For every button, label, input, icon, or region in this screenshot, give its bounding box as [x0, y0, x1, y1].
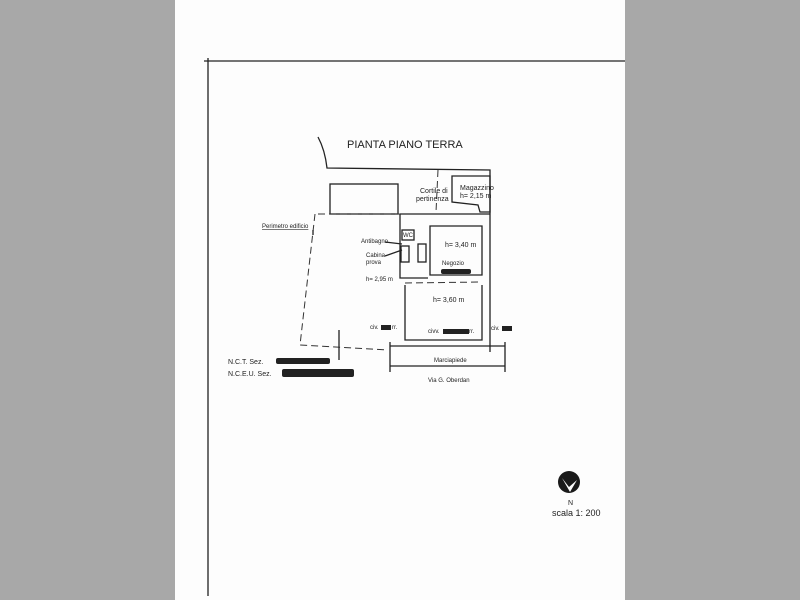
redacted-mark	[381, 325, 391, 330]
civ-label-1: civ.	[370, 325, 379, 331]
magazzino-room	[451, 175, 491, 213]
courtyard-block	[329, 183, 399, 215]
negozio-room	[429, 225, 483, 276]
courtyard-divider	[435, 169, 439, 213]
h360-label: h= 3,60 m	[433, 297, 464, 304]
redacted-mark	[502, 326, 512, 331]
magazzino-height: h= 2,15 m	[460, 193, 491, 200]
antibagno-leader	[384, 241, 403, 245]
nct-label: N.C.T. Sez.	[228, 359, 263, 366]
street-label: Via G. Oberdan	[428, 378, 470, 384]
scale-label: scala 1: 200	[552, 508, 601, 518]
outer-wall	[317, 136, 491, 352]
perimeter-label: Perimetro edificio	[262, 224, 309, 230]
north-arrow-icon	[558, 471, 580, 493]
room-divider	[404, 281, 483, 284]
redacted-mark	[443, 329, 469, 334]
sidewalk-outline	[389, 342, 506, 372]
nceu-label: N.C.E.U. Sez.	[228, 371, 272, 378]
negozio-label: Negozio	[442, 261, 465, 267]
interior-wall-top	[399, 213, 490, 279]
cabina-label-1: Cabina	[366, 253, 386, 259]
scanned-sheet	[175, 0, 625, 600]
h340-label: h= 3,40 m	[445, 242, 476, 249]
redacted-mark	[441, 269, 471, 274]
cortile-label-2: pertinenza	[416, 196, 449, 203]
cabina-label-2: prova	[366, 260, 382, 266]
civ-suffix-2: rr.	[469, 329, 475, 335]
redacted-mark	[276, 358, 330, 364]
civ-suffix-1: rr.	[392, 325, 398, 331]
front-room	[404, 285, 483, 341]
antibagno-label: Antibagno	[361, 239, 389, 245]
cabina-1	[400, 245, 410, 263]
cabina-leader	[384, 249, 403, 257]
marciapiede-label: Marciapiede	[434, 358, 467, 364]
h295-label: h= 2,95 m	[366, 277, 393, 283]
north-label: N	[568, 500, 573, 507]
civ-label-2: civv.	[428, 329, 440, 335]
perimeter-dashed	[299, 213, 400, 351]
redacted-mark	[282, 369, 354, 377]
cortile-label-1: Cortile di	[420, 188, 448, 195]
cabina-2	[417, 243, 427, 263]
wc-room	[401, 229, 415, 241]
magazzino-label: Magazzino	[460, 185, 494, 192]
civ-label-3: civ.	[491, 326, 500, 332]
plan-title: PIANTA PIANO TERRA	[347, 139, 463, 151]
wc-label: WC	[403, 233, 414, 239]
